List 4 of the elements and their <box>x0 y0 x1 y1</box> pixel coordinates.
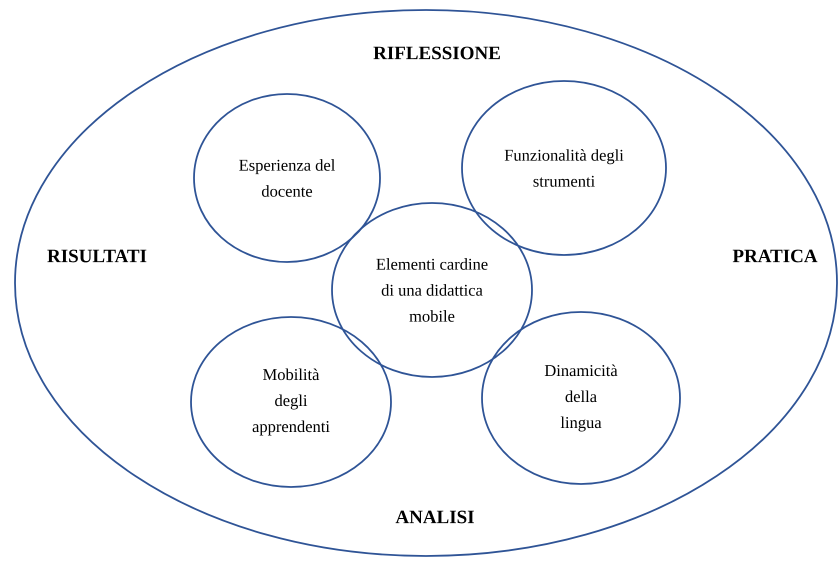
ellipse-label: ANALISI <box>396 510 474 524</box>
ellipse-label: RISULTATI <box>47 250 146 262</box>
ellipse-label: RIFLESSIONE <box>373 46 500 60</box>
ellipse-label: PRATICA <box>732 250 818 262</box>
